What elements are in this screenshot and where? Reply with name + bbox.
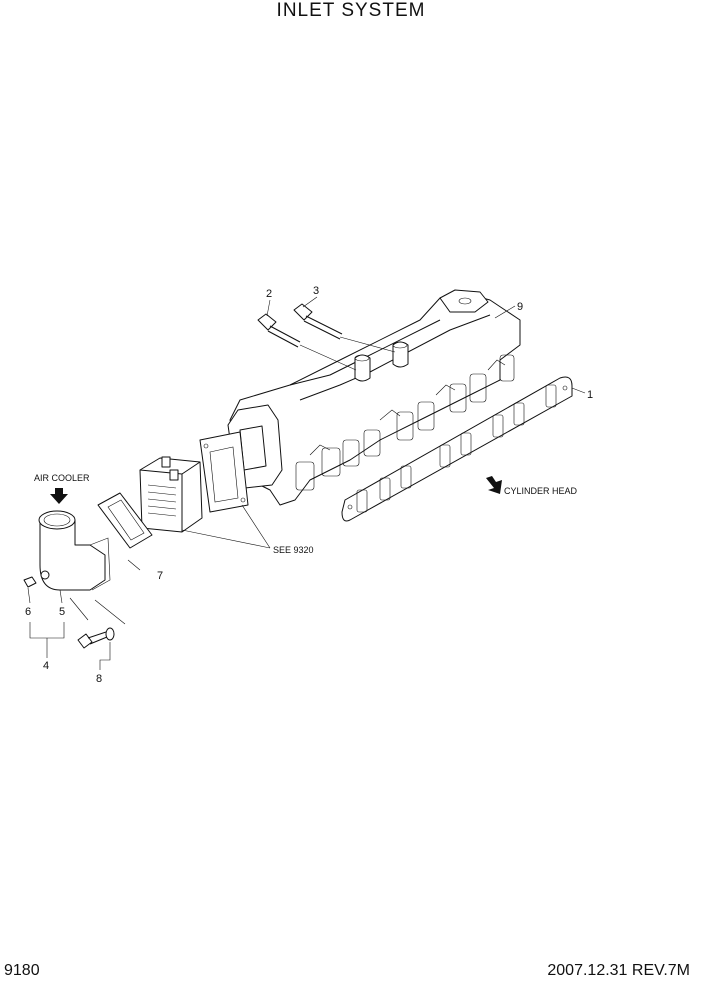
callout-9: 9	[517, 301, 523, 313]
page-title: INLET SYSTEM	[276, 0, 426, 21]
page-code: 9180	[4, 962, 40, 979]
callout-2: 2	[266, 288, 272, 300]
revision-date: 2007.12.31 REV.7M	[547, 962, 690, 979]
bolt-part-2	[257, 313, 301, 348]
manifold-gasket	[341, 376, 573, 522]
plug-part-6	[23, 576, 37, 588]
callout-4: 4	[43, 660, 49, 672]
intake-manifold	[227, 289, 521, 506]
cylinder-head-arrow-icon	[486, 476, 502, 494]
callout-6: 6	[25, 606, 31, 618]
cylinder-head-label: CYLINDER HEAD	[504, 486, 578, 496]
callout-7: 7	[157, 570, 163, 582]
callout-5: 5	[59, 606, 65, 618]
callout-1: 1	[587, 389, 593, 401]
cooler-gasket	[97, 492, 153, 549]
callout-3: 3	[313, 285, 319, 297]
bolt-part-3	[293, 303, 343, 340]
air-inlet-elbow	[38, 510, 111, 591]
air-flow-arrow-icon	[50, 488, 68, 504]
callout-8: 8	[96, 673, 102, 685]
see-reference-label: SEE 9320	[273, 545, 314, 555]
heater-block	[139, 456, 203, 533]
leader-lines	[27, 296, 586, 670]
flange-gasket	[199, 431, 249, 513]
bolt-washer-part-8	[77, 627, 115, 649]
air-cooler-label: AIR COOLER	[34, 473, 90, 483]
